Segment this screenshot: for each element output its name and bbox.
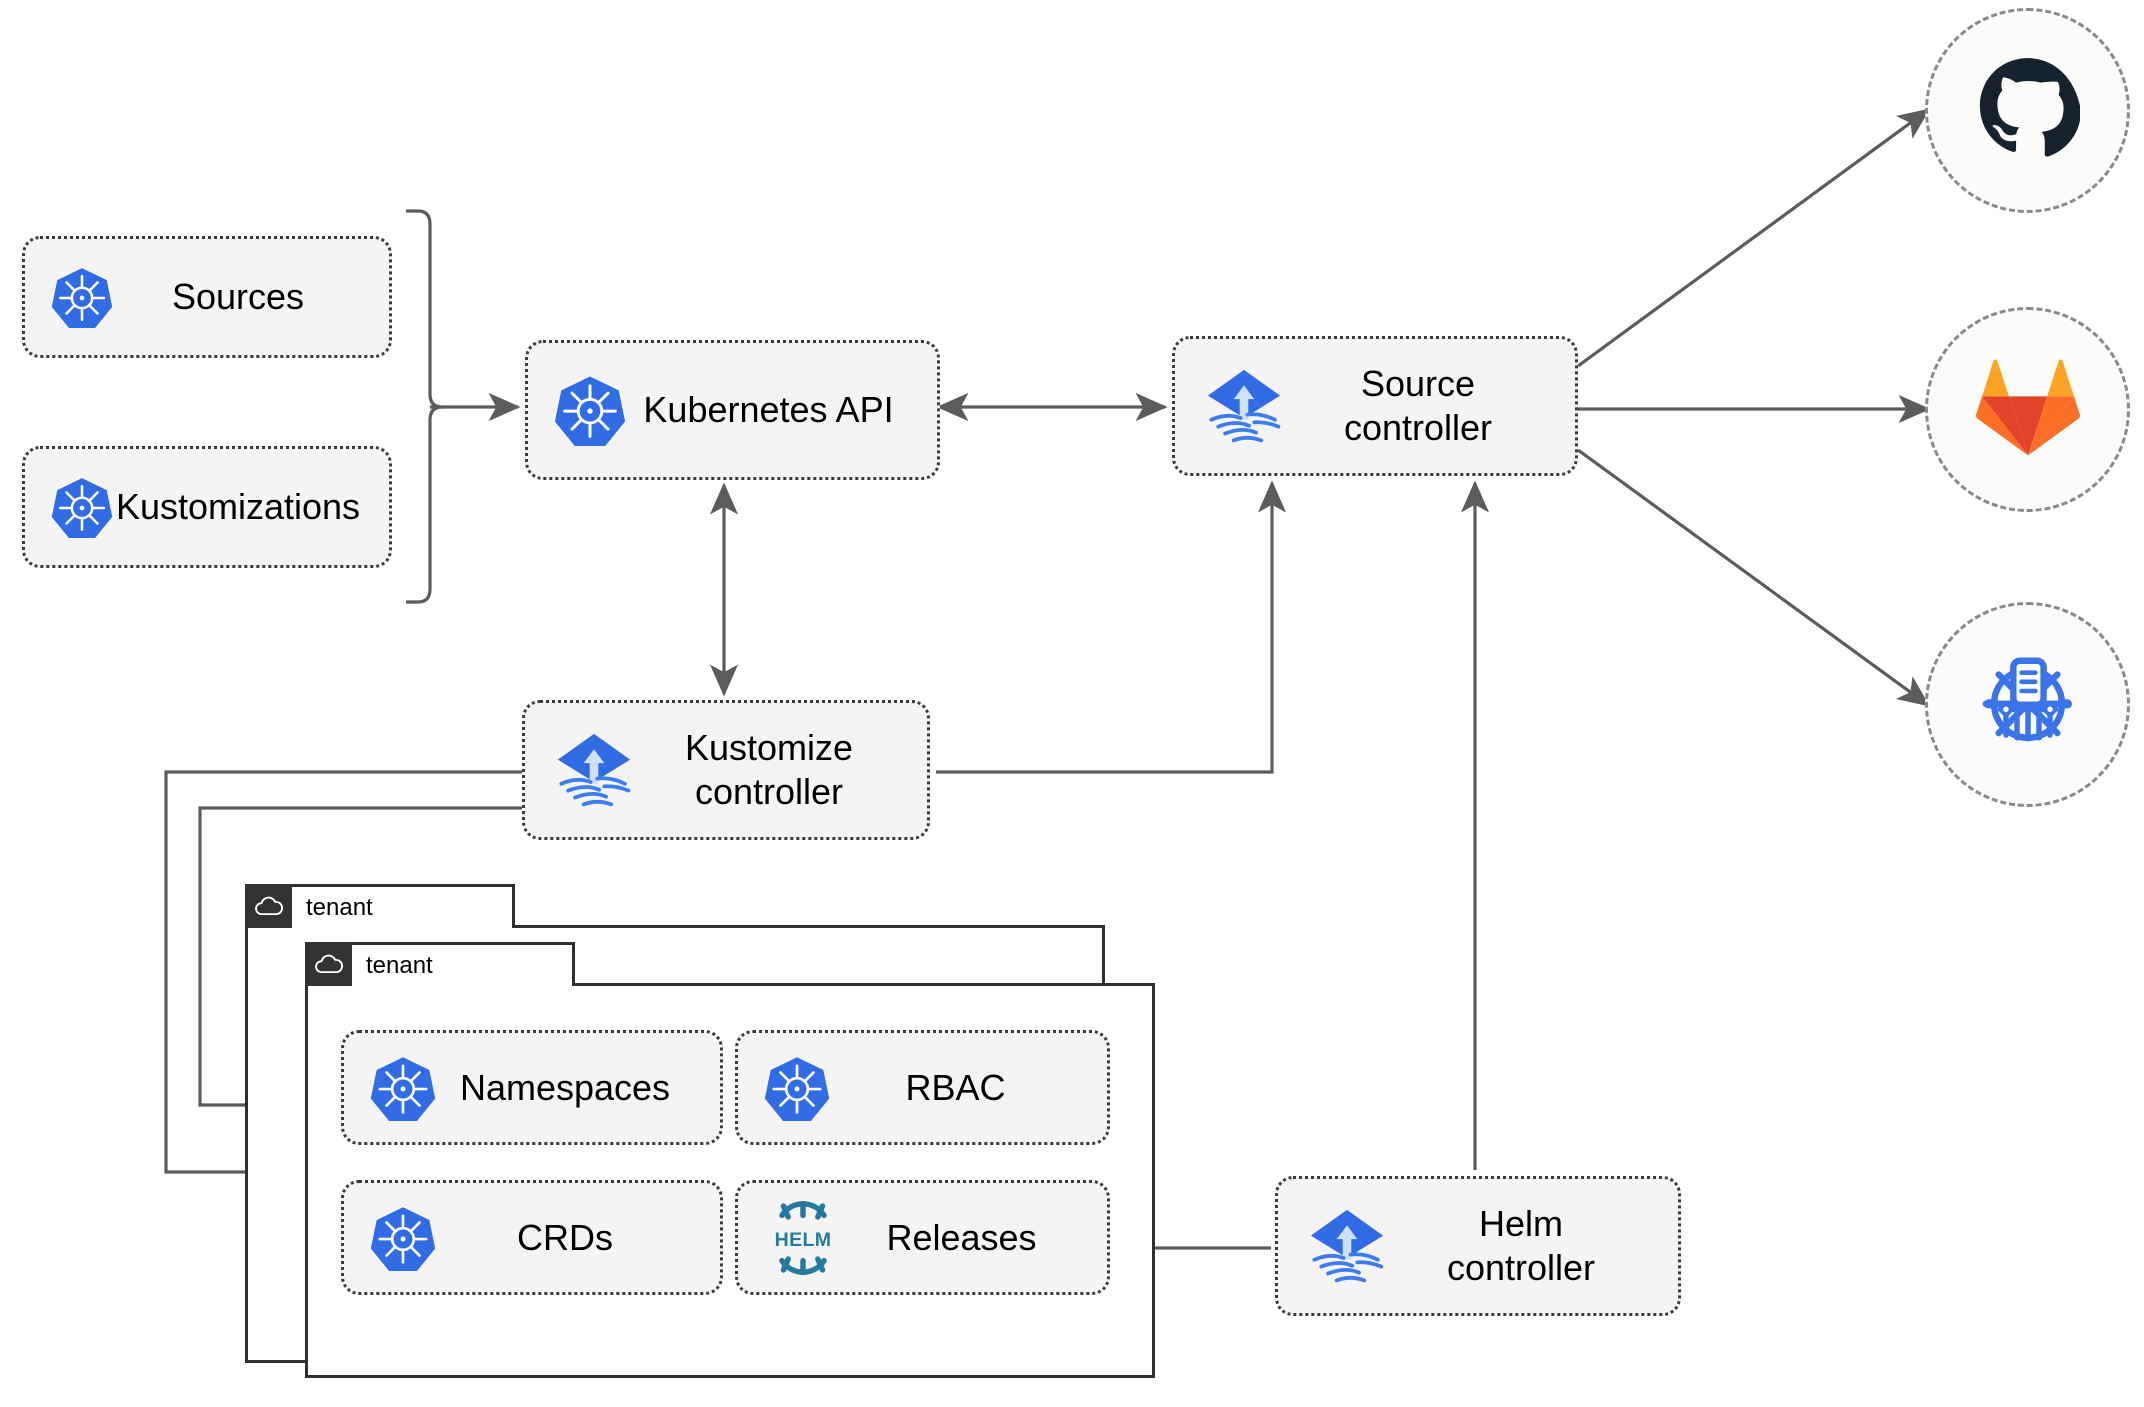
flux-icon bbox=[1304, 1203, 1390, 1289]
node-label: Kustomizations bbox=[115, 486, 361, 528]
kubernetes-icon bbox=[370, 1055, 436, 1121]
tenant-label: tenant bbox=[366, 951, 433, 979]
provider-registry[interactable] bbox=[1925, 602, 2130, 807]
node-kustomize-controller[interactable]: Kustomize controller bbox=[522, 700, 930, 840]
provider-github[interactable] bbox=[1925, 8, 2130, 213]
kubernetes-icon bbox=[764, 1055, 830, 1121]
node-crds[interactable]: CRDs bbox=[341, 1180, 723, 1295]
cloud-icon bbox=[305, 942, 352, 986]
provider-gitlab[interactable] bbox=[1925, 307, 2130, 512]
node-kustomizations[interactable]: Kustomizations bbox=[22, 446, 392, 568]
gitlab-icon bbox=[1975, 355, 2080, 464]
tenant-inner-tab[interactable]: tenant bbox=[305, 942, 575, 986]
svg-text:HELM: HELM bbox=[775, 1228, 832, 1250]
node-kubernetes-api[interactable]: Kubernetes API bbox=[525, 340, 940, 480]
tenant-outer-tab[interactable]: tenant bbox=[245, 884, 515, 928]
node-label: Helm controller bbox=[1446, 1203, 1596, 1288]
node-label: Kustomize controller bbox=[684, 727, 854, 812]
node-sources[interactable]: Sources bbox=[22, 236, 392, 358]
flux-icon bbox=[551, 727, 637, 813]
cloud-icon bbox=[245, 884, 292, 928]
node-releases[interactable]: HELM Releases bbox=[735, 1180, 1110, 1295]
kubernetes-icon bbox=[51, 266, 113, 328]
node-namespaces[interactable]: Namespaces bbox=[341, 1030, 723, 1145]
tenant-label: tenant bbox=[306, 893, 373, 921]
kubernetes-icon bbox=[51, 476, 113, 538]
group-bracket bbox=[406, 209, 443, 604]
node-label: Source controller bbox=[1343, 363, 1493, 448]
flux-icon bbox=[1201, 363, 1287, 449]
node-source-controller[interactable]: Source controller bbox=[1172, 336, 1578, 476]
github-icon bbox=[1976, 56, 2081, 165]
edge-source-controller-to-github bbox=[1577, 108, 1931, 368]
helm-icon: HELM bbox=[764, 1200, 842, 1275]
node-label: CRDs bbox=[517, 1216, 613, 1258]
edge-kustomize-controller-to-source-controller bbox=[936, 480, 1287, 774]
node-label: Sources bbox=[171, 276, 305, 318]
helm-registry-icon bbox=[1973, 647, 2083, 762]
node-rbac[interactable]: RBAC bbox=[735, 1030, 1110, 1145]
node-label: Releases bbox=[886, 1216, 1037, 1258]
node-label: RBAC bbox=[905, 1066, 1006, 1108]
kubernetes-icon bbox=[554, 374, 626, 446]
node-helm-controller[interactable]: Helm controller bbox=[1275, 1176, 1681, 1316]
edge-source-controller-to-registry bbox=[1577, 448, 1931, 707]
node-label: Namespaces bbox=[459, 1066, 671, 1108]
kubernetes-icon bbox=[370, 1205, 436, 1271]
node-label: Kubernetes API bbox=[643, 389, 894, 431]
